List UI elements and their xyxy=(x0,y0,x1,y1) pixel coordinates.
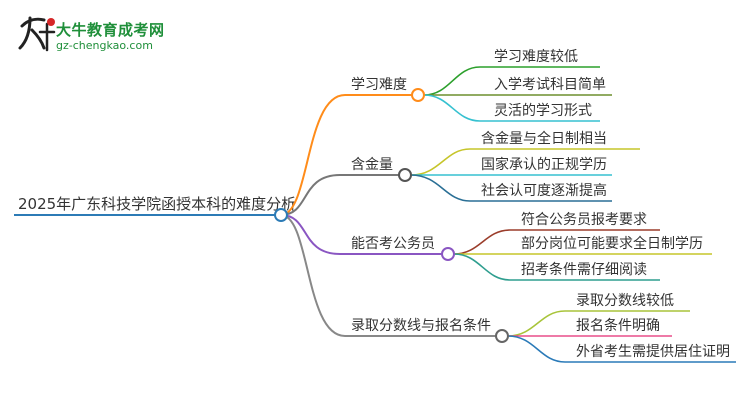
connector-leaf-1-3 xyxy=(423,94,600,122)
branch-node-2[interactable] xyxy=(398,168,412,182)
branch-label-2: 含金量 xyxy=(351,157,393,173)
leaf-label-3-1: 符合公务员报考要求 xyxy=(521,212,647,228)
root-node[interactable] xyxy=(274,208,288,222)
leaf-label-3-3: 招考条件需仔细阅读 xyxy=(521,261,647,278)
branch-label-3: 能否考公务员 xyxy=(351,236,435,252)
connector-branch-2 xyxy=(280,174,399,216)
leaf-label-1-1: 学习难度较低 xyxy=(494,49,578,65)
logo-title: 大牛教育成考网 xyxy=(56,21,165,39)
connector-leaf-3-3 xyxy=(453,253,660,281)
branch-node-3[interactable] xyxy=(441,247,455,261)
connector-leaf-4-1 xyxy=(507,310,690,337)
leaf-label-2-1: 含金量与全日制相当 xyxy=(481,130,607,147)
connector-leaf-2-1 xyxy=(410,148,640,176)
logo-calligraphy-icon xyxy=(18,16,56,52)
leaf-label-2-2: 国家承认的正规学历 xyxy=(481,156,607,173)
connector-leaf-3-1 xyxy=(453,229,660,255)
leaf-label-1-3: 灵活的学习形式 xyxy=(494,103,592,119)
leaf-label-1-2: 入学考试科目简单 xyxy=(494,76,606,93)
connector-leaf-1-1 xyxy=(423,66,600,96)
branch-label-1: 学习难度 xyxy=(351,77,407,93)
leaf-label-4-2: 报名条件明确 xyxy=(576,317,660,334)
leaf-label-4-1: 录取分数线较低 xyxy=(576,293,674,309)
connector-branch-1 xyxy=(280,94,412,216)
logo-url: gz-chengkao.com xyxy=(56,39,153,52)
branch-label-4: 录取分数线与报名条件 xyxy=(351,317,491,334)
leaf-label-2-3: 社会认可度逐渐提高 xyxy=(481,182,607,199)
root-label: 2025年广东科技学院函授本科的难度分析 xyxy=(18,195,296,213)
connector-leaf-2-3 xyxy=(410,174,612,202)
branch-node-1[interactable] xyxy=(411,88,425,102)
connector-branch-3 xyxy=(280,214,442,255)
leaf-label-3-2: 部分岗位可能要求全日制学历 xyxy=(521,235,703,252)
branch-node-4[interactable] xyxy=(495,329,509,343)
connector-leaf-4-3 xyxy=(507,335,736,363)
leaf-label-4-3: 外省考生需提供居住证明 xyxy=(576,344,730,360)
connector-branch-4 xyxy=(280,214,496,337)
site-logo[interactable]: 大牛教育成考网 gz-chengkao.com xyxy=(14,12,164,54)
